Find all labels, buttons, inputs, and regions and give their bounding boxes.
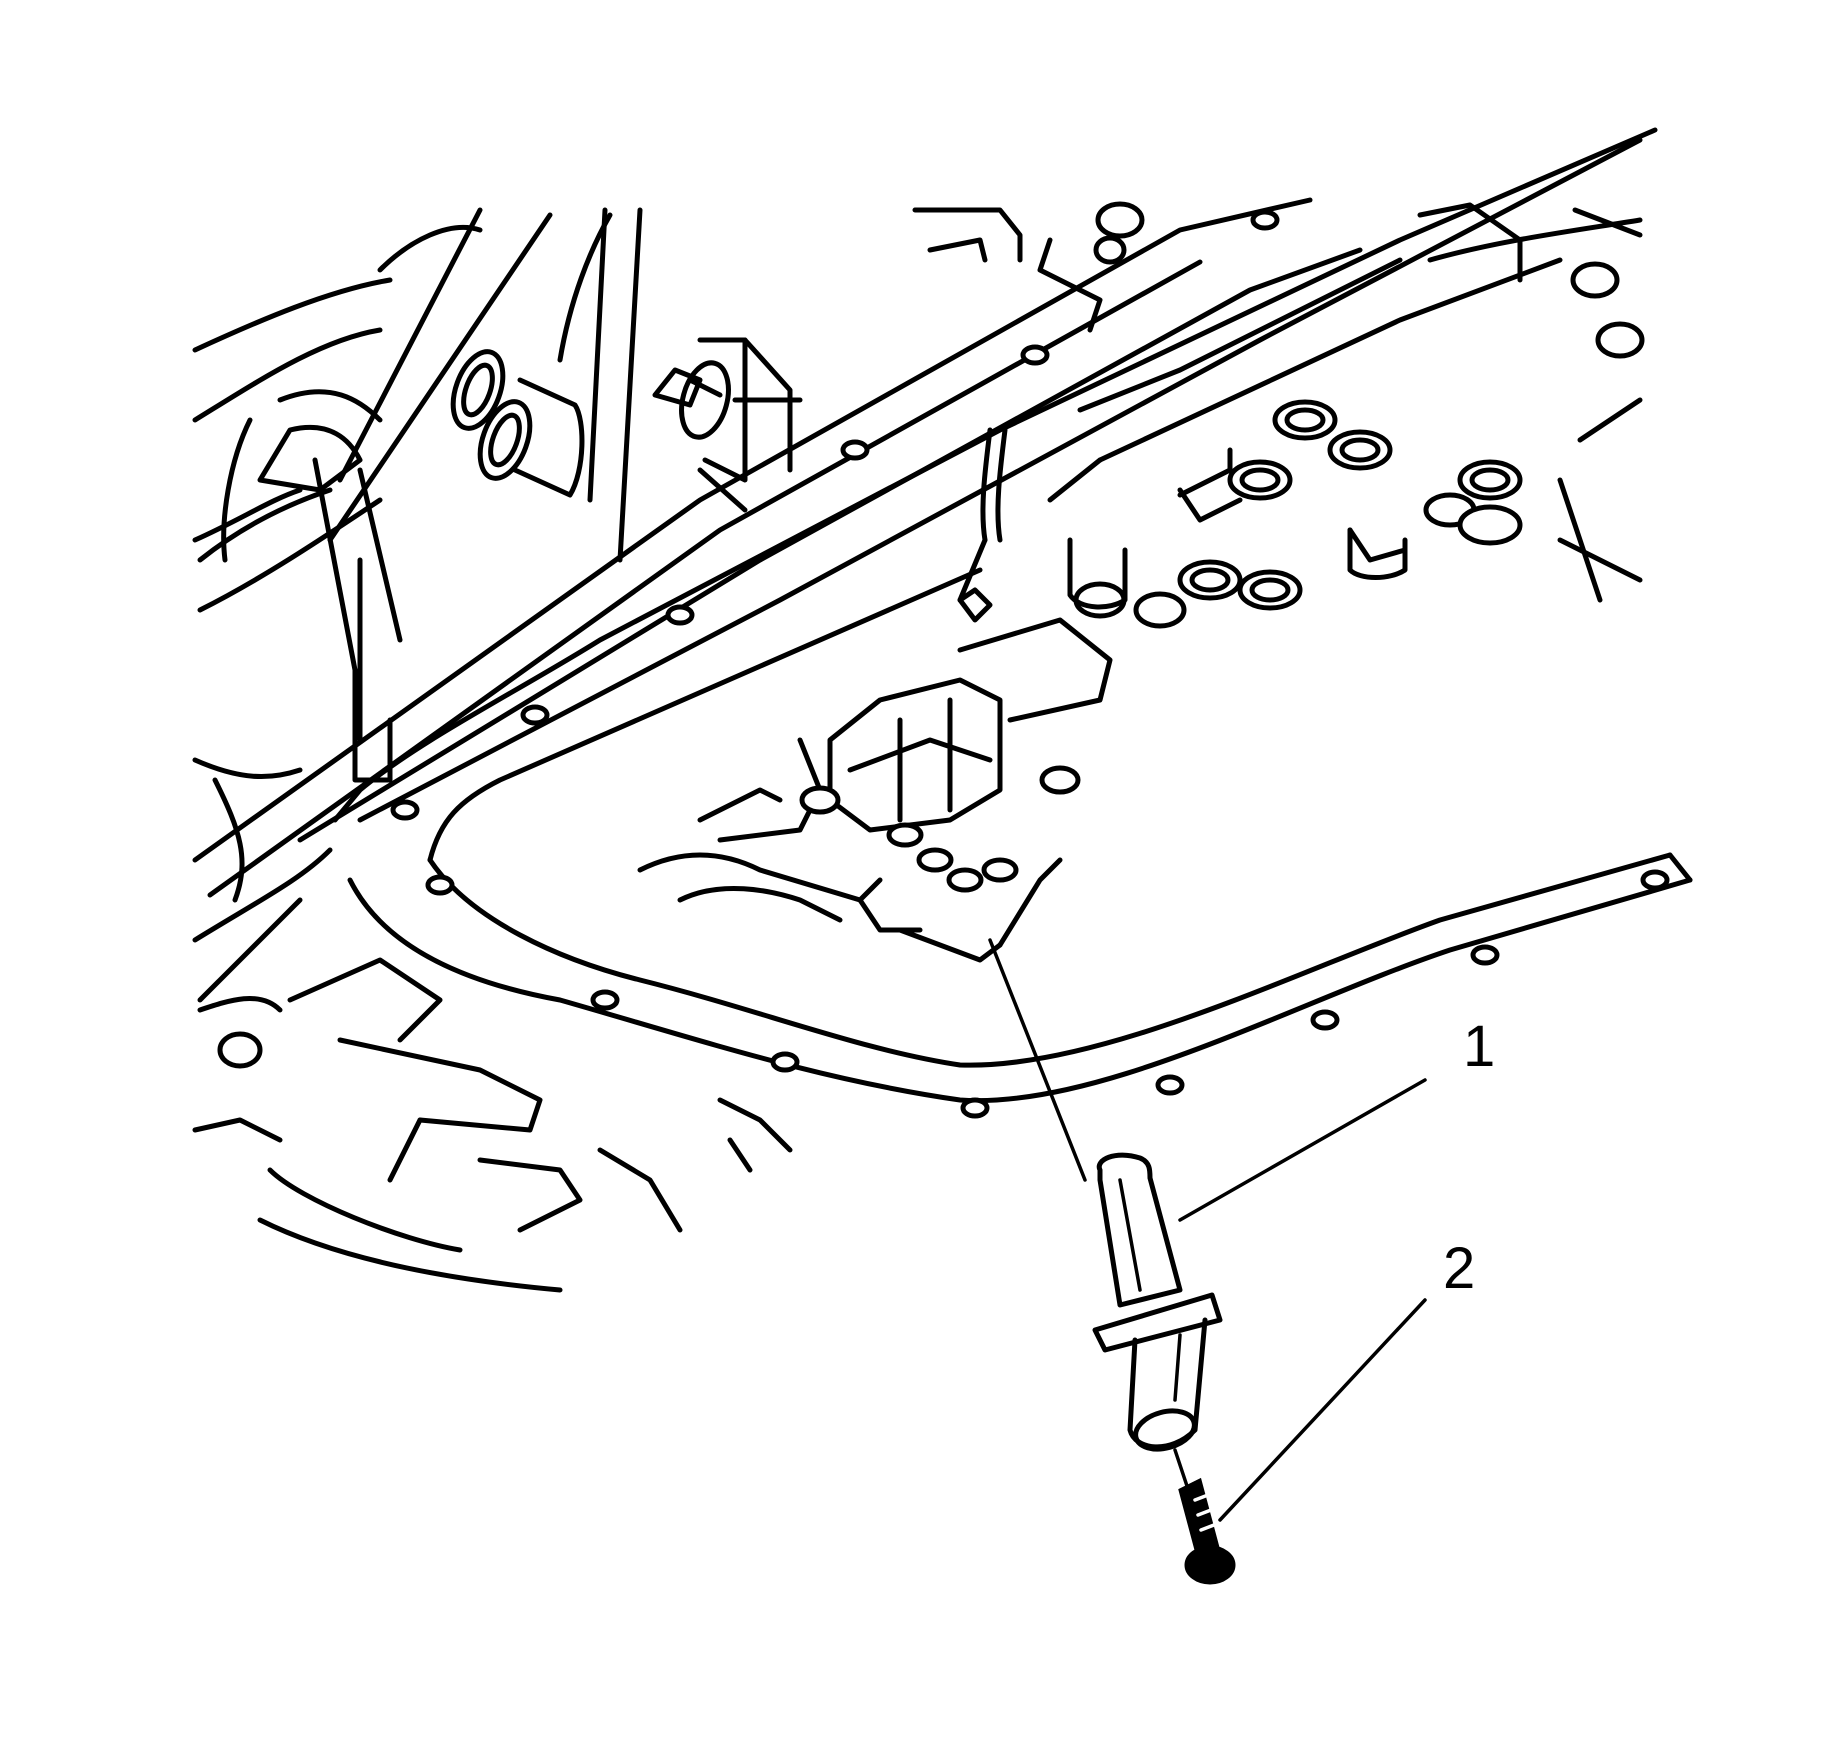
leader-lines: [988, 938, 1427, 1522]
leader-line-1: [1178, 1078, 1427, 1222]
valve-body-upper: [912, 201, 1645, 603]
left-housing: [192, 207, 553, 1003]
callout-1-label: 1: [1463, 1014, 1496, 1079]
wire-harness: [957, 427, 1008, 623]
gasket-bolt-holes: [390, 209, 1670, 1119]
cylindrical-fitting: [450, 349, 585, 498]
sensor-install-path: [988, 938, 1087, 1182]
solenoid-block: [637, 617, 1113, 963]
bolt-icon: [1178, 1477, 1236, 1585]
leader-line-2: [1218, 1298, 1427, 1522]
valve-bosses: [1067, 399, 1523, 629]
pipe-fitting: [652, 337, 803, 513]
struts: [557, 207, 643, 563]
lower-left-housing: [192, 957, 793, 1293]
pan-gasket: [332, 127, 1693, 1104]
callout-2-label: 2: [1443, 1236, 1476, 1301]
case-flange: [192, 137, 1643, 898]
sensor-icon: [1092, 1152, 1223, 1452]
